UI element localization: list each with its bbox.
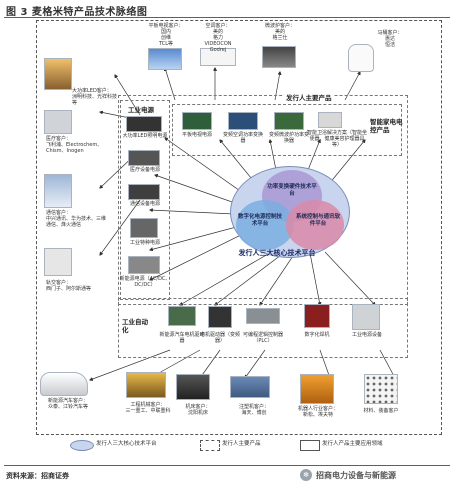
- welder-label: 数字化焊机: [304, 332, 330, 338]
- tool-image: [176, 374, 210, 400]
- led-image: [44, 58, 72, 90]
- legend-main-swatch: [200, 440, 220, 451]
- software-platform-circle: [286, 200, 344, 250]
- microwave-image: [262, 46, 296, 68]
- title-rule: [4, 17, 450, 18]
- hardware-platform-label: 功率变换硬件技术平台: [267, 184, 317, 197]
- robot-customers: 机器人行业客户： 新松、埃夫特: [297, 406, 338, 418]
- railctl-label: 工业电源设备: [351, 332, 382, 338]
- industrial-power-title: 工业电源: [128, 106, 154, 114]
- software-platform-label: 系统控制与通讯软件平台: [296, 214, 341, 227]
- mwdrive-image: [274, 112, 304, 130]
- medpower-label: 医疗设备电源: [129, 167, 160, 173]
- ledpower-image: [126, 116, 162, 132]
- automation-products-box: [118, 298, 408, 358]
- ac-customers: 空调客户： 美的 格力 VIDEOCON Godrej: [204, 23, 232, 53]
- figure-title: 图 3 麦格米特产品技术脉络图: [6, 7, 148, 18]
- inverter-label: 电机驱动器（变频器）: [199, 332, 240, 344]
- legend-other-label: 发行人产品主要应用领域: [322, 441, 383, 447]
- home-products-box: [172, 104, 402, 156]
- railctl-image: [352, 304, 380, 330]
- source-note: 资料来源：招商证券: [6, 472, 69, 480]
- tool-customers: 机床客户： 沈阳机床: [185, 404, 211, 416]
- welder-image: [304, 304, 330, 328]
- robot-image: [300, 374, 334, 404]
- plc-label: 可编程逻辑控制器（PLC）: [242, 332, 283, 344]
- evctl-image: [168, 306, 196, 326]
- medpower-image: [128, 150, 160, 166]
- tvpower-label: 平板电视电源: [181, 132, 212, 138]
- material-customers: 材料、装备客户: [363, 408, 399, 414]
- toilet-image: [348, 44, 374, 72]
- telpower-label: 通信设备电源: [129, 201, 160, 207]
- ledpower-label: 大功率LED照明电源: [122, 133, 168, 139]
- rail-customers: 轨交客户： 西门子、阿尔斯通等: [46, 280, 92, 292]
- evctl-label: 新能源汽车电机驱动器: [159, 332, 205, 344]
- diagram-frame: [36, 20, 442, 435]
- digital-control-platform-circle: [236, 200, 294, 250]
- medical-image: [44, 110, 72, 134]
- legend-other-swatch: [300, 440, 320, 451]
- toiletctl-label: 智能卫浴解决方案（智能坐便器、健康美容护理器具等）: [306, 130, 367, 148]
- mwdrive-label: 变频微波炉功率变换器: [268, 132, 309, 144]
- wechat-icon: ✻: [300, 469, 312, 481]
- toilet-customers: 马桶客户： 惠达 恒洁: [377, 30, 403, 48]
- machine-image: [126, 372, 166, 398]
- injection-image: [230, 376, 270, 398]
- main-products-title: 发行人主要产品: [284, 92, 334, 102]
- material-image: [364, 374, 398, 404]
- injection-customers: 注塑机客户： 海天、博创: [238, 404, 269, 416]
- bottom-rule: [4, 465, 450, 466]
- inverter-image: [208, 306, 232, 328]
- microwave-customers: 微波炉客户： 美的 格兰仕: [264, 23, 295, 41]
- telecom-image: [44, 174, 72, 208]
- industrial-power-box: [120, 100, 170, 300]
- acdrive-label: 变频空调功率变换器: [222, 132, 263, 144]
- car-customers: 新能源汽车客户： 众泰、江铃汽车等: [47, 398, 88, 410]
- watermark-text: 招商电力设备与新能源: [316, 471, 396, 480]
- railpower-image: [130, 218, 158, 238]
- digital-control-platform-label: 数字化电源控制技术平台: [238, 214, 283, 227]
- legend-core-swatch: [70, 440, 94, 451]
- tv-customers: 平板电视客户： 国内 创维 TCL等: [148, 23, 184, 47]
- led-customers: 大功率LED客户： 洲明科技、光祥科技等: [72, 88, 118, 106]
- ac-image: [200, 48, 236, 66]
- newenergy-label: 新能源电源（AC/DC、DC/DC）: [119, 276, 171, 288]
- railpower-label: 工业特种电源: [129, 240, 160, 246]
- tvpower-image: [182, 112, 212, 130]
- car-image: [40, 372, 88, 396]
- rail-image: [44, 248, 72, 276]
- machine-customers: 工程机械客户： 三一重工、中联重科: [125, 402, 171, 414]
- main-products-region: [118, 95, 408, 305]
- medical-customers: 医疗客户： 飞利浦、Electrochem、Chism、Inogen: [46, 136, 103, 154]
- acdrive-image: [228, 112, 258, 130]
- toiletctl-image: [318, 112, 342, 128]
- smart-home-title: 智能家电电控产品: [370, 118, 403, 134]
- automation-title: 工业自动化: [122, 318, 148, 334]
- legend-main-label: 发行人主要产品: [222, 441, 261, 447]
- newenergy-image: [128, 256, 160, 274]
- legend-core-label: 发行人三大核心技术平台: [96, 441, 157, 447]
- telpower-image: [128, 184, 160, 200]
- plc-image: [246, 308, 280, 324]
- telecom-customers: 通信客户： 中兴通讯、华为技术、三维通信、烽火通信: [46, 210, 107, 228]
- tv-image: [148, 48, 182, 70]
- core-platforms-title: 发行人三大核心技术平台: [238, 249, 316, 257]
